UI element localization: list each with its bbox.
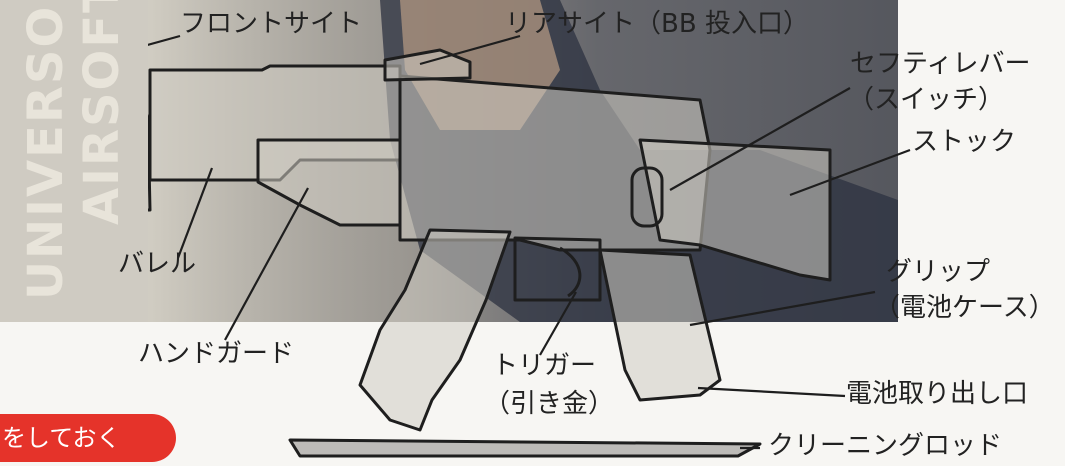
leader-lines — [121, 34, 911, 450]
label-battery-port: 電池取り出し口 — [846, 379, 1029, 409]
label-safety-line2: （スイッチ） — [848, 85, 1005, 115]
label-grip-line1: グリップ — [886, 257, 991, 287]
label-safety-line1: セフティレバー — [850, 49, 1031, 79]
watermark-line2: AIRSOFT — [74, 0, 130, 225]
label-trigger-line1: トリガー — [492, 351, 597, 381]
watermark-line1: UNIVERSO — [18, 4, 74, 300]
leader-stock — [789, 148, 911, 197]
leader-barrel — [176, 167, 214, 259]
watermark-band: UNIVERSO AIRSOFT — [0, 0, 148, 322]
label-stock: ストック — [912, 127, 1017, 157]
label-trigger-line2: （引き金） — [484, 389, 615, 419]
leader-trigger — [539, 291, 577, 356]
leader-handguard — [224, 187, 309, 341]
label-rear-sight: リアサイト（BB 投入口） — [505, 9, 809, 39]
leader-grip — [689, 290, 876, 327]
leader-battery — [697, 386, 846, 398]
section-badge: をしておく — [0, 414, 176, 462]
leader-rear-sight — [419, 34, 521, 66]
label-cleaning-rod: クリーニングロッド — [768, 431, 1003, 461]
label-handguard: ハンドガード — [138, 339, 295, 369]
label-grip-line2: （電池ケース） — [874, 293, 1055, 323]
label-barrel: バレル — [118, 249, 197, 279]
label-front-sight: フロントサイト — [180, 9, 363, 39]
leader-safety — [669, 87, 851, 191]
